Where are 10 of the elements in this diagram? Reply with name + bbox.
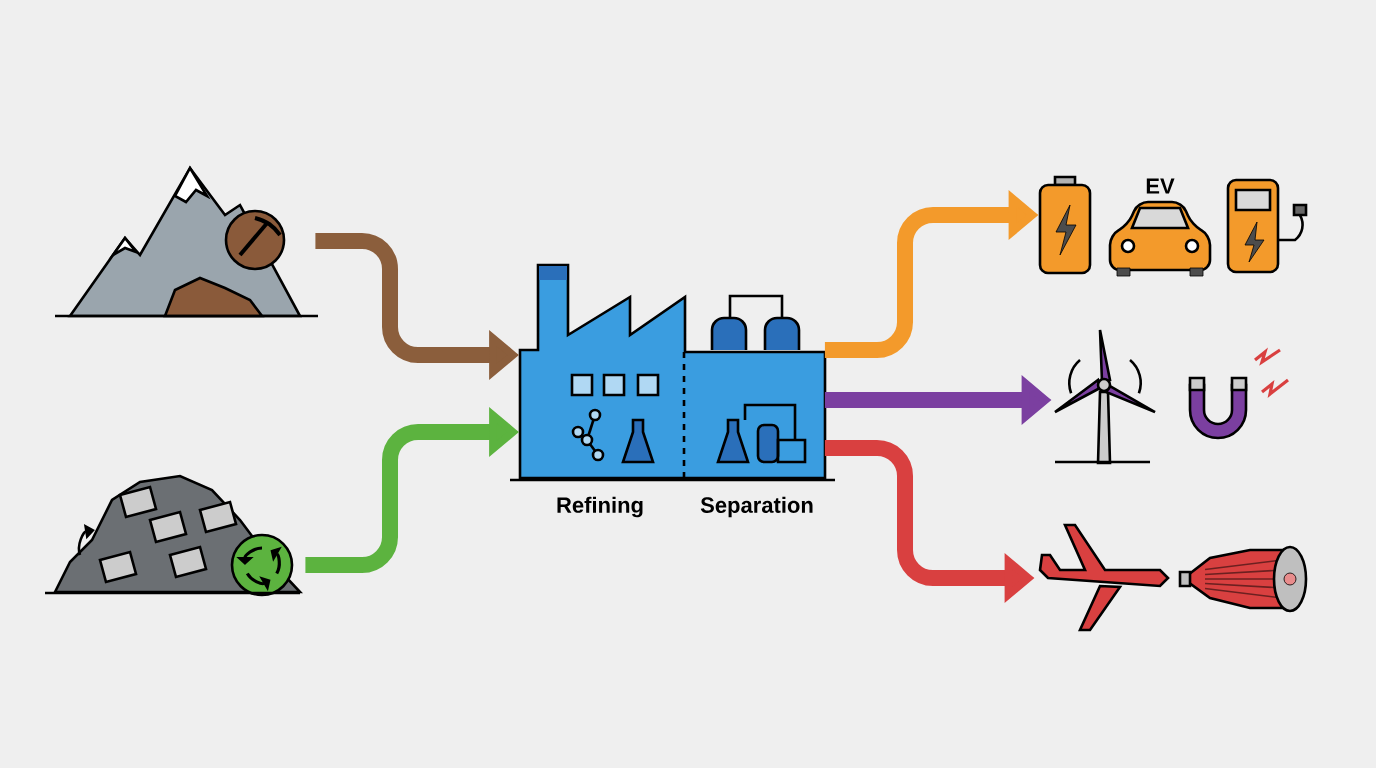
stage-label: Separation (700, 496, 813, 518)
wind-turbine-icon (1053, 328, 1157, 465)
airplane-icon (1038, 523, 1170, 632)
stage-label: Refining (557, 496, 643, 518)
battery-icon (1038, 175, 1092, 275)
charging-station-icon (1226, 178, 1308, 274)
mine-mountain-drawing (55, 165, 318, 318)
magnet-icon (1188, 347, 1289, 440)
jet-engine-icon (1178, 545, 1308, 613)
car-label: EV (1146, 178, 1175, 194)
